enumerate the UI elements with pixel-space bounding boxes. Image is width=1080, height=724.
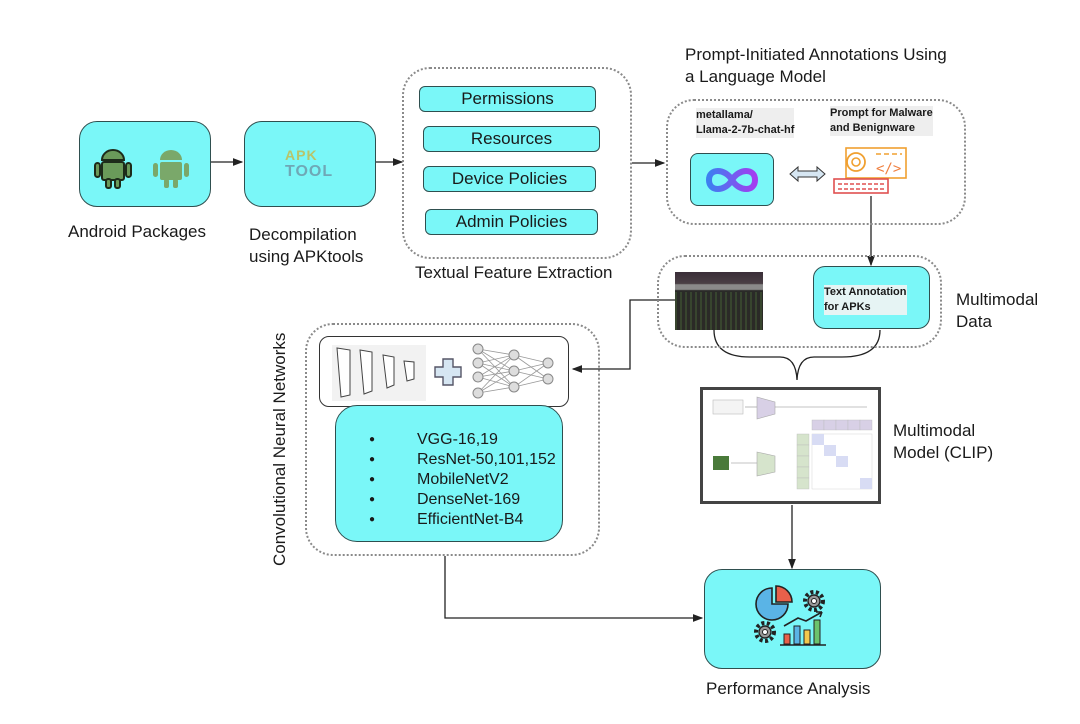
- language-model-group: [666, 99, 966, 225]
- cnn-model-item: EfficientNet-B4: [369, 510, 556, 530]
- cnn-models-box: VGG-16,19 ResNet-50,101,152 MobileNetV2 …: [335, 405, 563, 542]
- text-annotation-box: Text Annotation for APKs: [813, 266, 930, 329]
- model-name-label: metallama/ Llama-2-7b-chat-hf: [696, 108, 795, 138]
- meta-infinity-icon: [705, 168, 759, 192]
- android-packages-label: Android Packages: [68, 222, 206, 241]
- feature-permissions: Permissions: [419, 86, 596, 112]
- clip-architecture-icon: [712, 396, 873, 490]
- prompt-label: Prompt for Malware and Benignware: [830, 106, 933, 136]
- android-icon: [153, 150, 189, 188]
- cnn-layers-icon: [332, 345, 426, 401]
- performance-label: Performance Analysis: [706, 679, 871, 698]
- cnn-model-item: MobileNetV2: [369, 470, 556, 490]
- language-model-title: Prompt-Initiated Annotations Using a Lan…: [685, 45, 947, 86]
- cnn-model-item: DenseNet-169: [369, 490, 556, 510]
- clip-diagram-box: [700, 387, 881, 504]
- android-icon: [94, 149, 132, 189]
- performance-analytics-icon: [754, 585, 826, 646]
- cnn-model-item: ResNet-50,101,152: [369, 450, 556, 470]
- feature-admin-policies: Admin Policies: [425, 209, 598, 235]
- svg-text:</>: </>: [876, 161, 901, 177]
- cnn-group: [305, 323, 600, 556]
- clip-label: Multimodal Model (CLIP): [893, 421, 994, 462]
- android-packages-box: [79, 121, 211, 207]
- feature-extraction-group: [402, 67, 632, 259]
- arrow-cnn-to-performance: [444, 556, 704, 622]
- cnn-model-list: VGG-16,19 ResNet-50,101,152 MobileNetV2 …: [369, 430, 556, 530]
- decompilation-label: Decompilation using APKtools: [249, 225, 364, 266]
- apk-image-thumbnail: [675, 272, 763, 330]
- llama-model-box: [690, 153, 774, 206]
- cnn-label: Convolutional Neural Networks: [270, 332, 289, 566]
- neural-network-icon: [472, 343, 554, 399]
- performance-box: [704, 569, 881, 669]
- plus-icon: [434, 358, 462, 386]
- feature-device-policies: Device Policies: [423, 166, 596, 192]
- cnn-architecture-box: [319, 336, 569, 407]
- multimodal-data-group: [657, 255, 942, 348]
- feature-resources: Resources: [423, 126, 600, 152]
- cnn-model-item: VGG-16,19: [369, 430, 556, 450]
- multimodal-data-label: Multimodal Data: [956, 290, 1039, 331]
- apktool-logo-icon: APK TOOL: [285, 147, 334, 181]
- apktool-box: APK TOOL: [244, 121, 376, 207]
- feature-extraction-label: Textual Feature Extraction: [415, 263, 613, 282]
- prompt-code-icon: </>: [833, 147, 907, 194]
